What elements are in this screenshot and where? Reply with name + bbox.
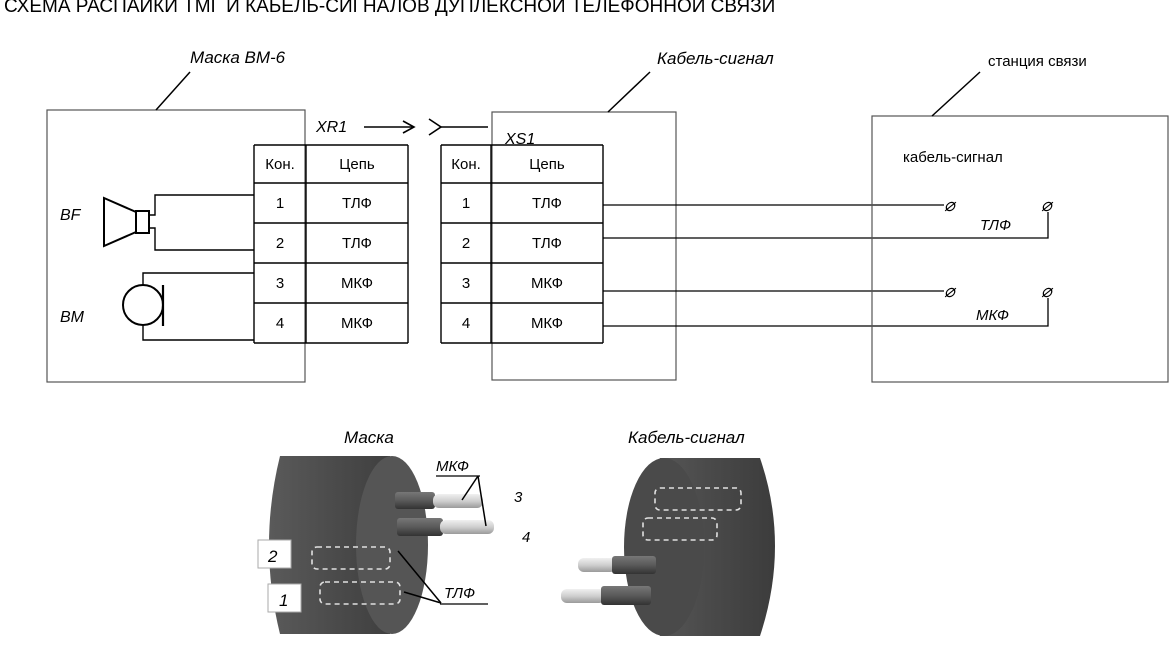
bottom-cable-caption: Кабель-сигнал <box>628 428 745 447</box>
arrow-right-icon <box>364 120 416 134</box>
table-xr1: Кон. Цепь 1 ТЛФ 2 ТЛФ 3 МКФ 4 МКФ <box>253 144 409 344</box>
pin-number: 1 <box>279 591 288 610</box>
bottom-tlf-label: ТЛФ <box>444 585 475 602</box>
table-cell: МКФ <box>341 275 373 292</box>
table-cell: ТЛФ <box>532 195 562 212</box>
station-caption: станция связи <box>988 53 1087 70</box>
table-header-circuit: Цепь <box>529 156 565 173</box>
table-cell: 3 <box>276 275 284 292</box>
table-header-kon: Кон. <box>451 156 481 173</box>
table-cell: 2 <box>462 235 470 252</box>
cable-caption-leader <box>607 71 651 113</box>
cable-wires <box>603 204 1049 327</box>
table-cell: 4 <box>276 315 284 332</box>
cable-caption: Кабель-сигнал <box>657 49 774 68</box>
table-cell: ТЛФ <box>342 195 372 212</box>
table-cell: ТЛФ <box>342 235 372 252</box>
pin-number: 3 <box>514 489 523 506</box>
station-mkf-label: МКФ <box>976 307 1009 324</box>
table-cell: 3 <box>462 275 470 292</box>
bottom-mask-caption: Маска <box>344 428 394 447</box>
mask-plug-illustration <box>257 456 494 634</box>
table-cell: ТЛФ <box>532 235 562 252</box>
microphone-icon <box>122 284 165 326</box>
station-tlf-label: ТЛФ <box>980 217 1011 234</box>
terminal-icon: ⌀ <box>1041 195 1054 215</box>
tlf-leader <box>397 550 442 604</box>
station-block <box>871 115 1169 383</box>
speaker-icon <box>103 196 150 248</box>
table-cell: 1 <box>276 195 284 212</box>
pin-number: 4 <box>522 529 530 546</box>
pin-number: 2 <box>267 547 278 566</box>
table-cell: МКФ <box>531 315 563 332</box>
mkf-leader <box>461 475 479 501</box>
bf-label: BF <box>60 207 82 224</box>
bm-label: BM <box>60 309 85 326</box>
xs1-label: XS1 <box>504 131 535 148</box>
table-header-circuit: Цепь <box>339 156 375 173</box>
cable-block <box>491 111 677 381</box>
mkf-leader <box>477 475 487 527</box>
terminal-icon: ⌀ <box>944 195 957 215</box>
table-header-kon: Кон. <box>265 156 295 173</box>
bottom-mkf-label: МКФ <box>436 458 469 475</box>
station-caption-leader <box>931 71 981 117</box>
page-title: СХЕМА РАСПАЙКИ ТМГ И КАБЕЛЬ-СИГНАЛОВ ДУП… <box>4 0 775 17</box>
table-cell: МКФ <box>341 315 373 332</box>
mask-caption-leader <box>155 71 191 111</box>
table-xs1: Кон. Цепь 1 ТЛФ 2 ТЛФ 3 МКФ 4 МКФ <box>440 144 604 344</box>
xr1-label: XR1 <box>315 119 347 136</box>
table-cell: 4 <box>462 315 470 332</box>
mask-caption: Маска ВМ-6 <box>190 48 286 67</box>
cable-plug-illustration <box>561 458 775 636</box>
tlf-leader <box>403 591 442 604</box>
table-cell: 1 <box>462 195 470 212</box>
table-cell: 2 <box>276 235 284 252</box>
table-cell: МКФ <box>531 275 563 292</box>
mask-block <box>46 109 306 383</box>
terminal-icon: ⌀ <box>1041 281 1054 301</box>
station-inner-label: кабель-сигнал <box>903 149 1003 166</box>
terminal-icon: ⌀ <box>944 281 957 301</box>
socket-symbol-icon <box>428 118 488 136</box>
mask-wiring <box>142 194 254 341</box>
